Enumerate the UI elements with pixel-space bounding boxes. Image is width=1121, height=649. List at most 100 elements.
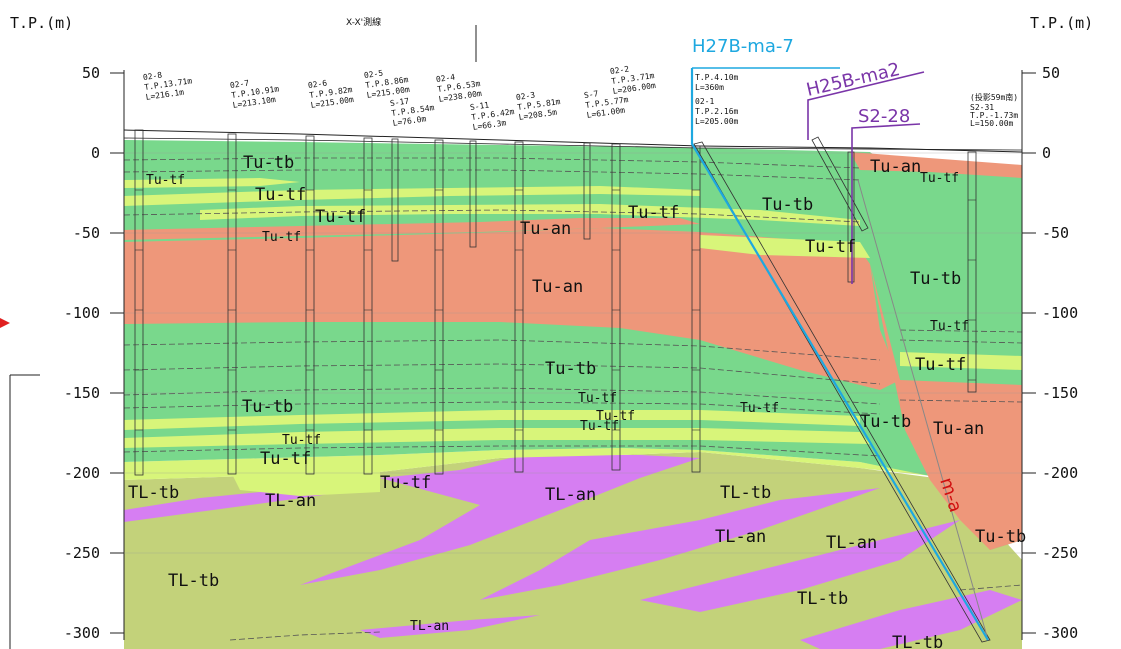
- layer-tl-an-4: [640, 520, 960, 612]
- small-unit-label: Tu-tf: [580, 419, 619, 434]
- tick-label: -200: [1042, 464, 1078, 482]
- tick-label: -250: [64, 544, 100, 562]
- borehole-name: 02-4: [435, 72, 456, 84]
- borehole-ticks: [135, 189, 976, 431]
- layer-tu-an-main: [124, 228, 900, 390]
- borehole-note: (投影59m南): [970, 92, 1018, 102]
- borehole-header-s-17: S-17 T.P.8.54m L=76.0m: [389, 96, 435, 127]
- grid-lines: [124, 152, 1022, 554]
- tick-label: -200: [64, 464, 100, 482]
- strata-lines: [123, 157, 1023, 641]
- borehole-name: 02-8: [142, 70, 163, 82]
- borehole-length: L=150.00m: [970, 119, 1014, 128]
- borehole-header-02-8: 02-8 T.P.13.71m L=216.1m: [142, 70, 193, 101]
- inclined-borehole-h25: [811, 136, 869, 232]
- layer-tu-tf-c: [700, 235, 870, 258]
- h27b-ma-7-line: [690, 68, 989, 641]
- s2-28-line: [851, 123, 921, 284]
- borehole-name: S-17: [389, 96, 410, 108]
- unit-label: TL-tb: [720, 483, 771, 503]
- borehole-header-02-5: 02-5 T.P.8.86m L=215.00m: [363, 68, 410, 99]
- borehole-s-7: [583, 142, 591, 240]
- layer-tu-tf-d: [124, 410, 860, 430]
- h25b-ma2-line: [807, 71, 925, 140]
- borehole-02-4: [434, 139, 444, 475]
- unit-label: Tu-tf: [380, 473, 431, 493]
- right-axis-title: T.P.(m): [1030, 14, 1093, 32]
- section-title: X-X'測線: [346, 16, 381, 28]
- tick-label: -150: [64, 384, 100, 402]
- layer-tu-tf-a: [124, 186, 700, 206]
- s2-28-label: S2-28: [858, 106, 910, 127]
- unit-label: Tu-tb: [975, 527, 1026, 547]
- borehole-header-02-4: 02-4 T.P.6.53m L=238.00m: [435, 72, 482, 103]
- unit-label: Tu-tf: [260, 449, 311, 469]
- unit-label: Tu-tb: [242, 397, 293, 417]
- unit-label: TL-an: [545, 485, 596, 505]
- borehole-header-s2-31: (投影59m南) S2-31 T.P.-1.73m L=150.00m: [970, 92, 1018, 128]
- tick-label: 0: [1042, 144, 1051, 162]
- tick-label: -100: [1042, 304, 1078, 322]
- h27b-ma-7-label: H27B-ma-7: [692, 36, 794, 57]
- borehole-tp: T.P.4.10m: [695, 73, 739, 82]
- tick-label: -250: [1042, 544, 1078, 562]
- layer-tl-an-2: [300, 455, 700, 585]
- borehole-s-11: [469, 140, 477, 248]
- tick-label: 0: [91, 144, 100, 162]
- unit-label: Tu-tb: [910, 269, 961, 289]
- unit-label: Tu-tf: [915, 355, 966, 375]
- small-unit-label: Tu-tf: [146, 173, 185, 188]
- small-unit-label: Tu-tf: [920, 171, 959, 186]
- unit-label: TL-an: [715, 527, 766, 547]
- layer-tu-an-topright: [850, 152, 1022, 178]
- borehole-s-17: [391, 138, 399, 262]
- unit-label: Tu-tb: [860, 412, 911, 432]
- borehole-name: 02-5: [363, 68, 384, 80]
- borehole-length: L=360m: [695, 83, 724, 92]
- layer-tu-tf-g: [124, 178, 300, 188]
- unit-label: TL-tb: [128, 483, 179, 503]
- tick-label: -150: [1042, 384, 1078, 402]
- borehole-02-7: [227, 133, 237, 475]
- layer-tu-an-upper: [124, 218, 700, 240]
- tick-label: -100: [64, 304, 100, 322]
- unit-label: TL-tb: [168, 571, 219, 591]
- unit-label: TL-an: [826, 533, 877, 553]
- small-unit-label: TL-an: [410, 619, 449, 634]
- tick-label: 50: [82, 64, 100, 82]
- inclined-borehole-h27: [693, 141, 991, 643]
- borehole-header-02-7: 02-7 T.P.10.91m L=213.10m: [229, 78, 280, 109]
- borehole-name: 02-6: [307, 78, 328, 90]
- borehole-tp: T.P.2.16m: [695, 107, 739, 116]
- unit-label: Tu-tb: [762, 195, 813, 215]
- borehole-name: 02-2: [609, 64, 630, 76]
- borehole-name: S2-31: [970, 103, 994, 112]
- small-unit-label: Tu-tf: [578, 391, 617, 406]
- layer-tu-an-right: [870, 264, 1022, 550]
- layer-tu-tf-f: [900, 352, 1022, 370]
- tick-label: -300: [1042, 624, 1078, 642]
- unit-label: TL-tb: [892, 633, 943, 649]
- borehole-02-3: [514, 141, 524, 473]
- borehole-header-02-6: 02-6 T.P.9.82m L=215.00m: [307, 78, 354, 109]
- borehole-name: 02-7: [229, 78, 250, 90]
- unit-label: Tu-an: [933, 419, 984, 439]
- boreholes: [134, 129, 977, 476]
- right-tick-labels: 50 0 -50 -100 -150 -200 -250 -300: [1042, 64, 1078, 642]
- tick-label: -300: [64, 624, 100, 642]
- tick-label: -50: [73, 224, 100, 242]
- red-arrow-marker: [0, 318, 10, 328]
- borehole-02-1: [691, 145, 701, 473]
- left-tick-labels: 50 0 -50 -100 -150 -200 -250 -300: [64, 64, 100, 642]
- inclined-boreholes: [693, 136, 991, 643]
- borehole-header-02-1: 02-1 T.P.2.16m L=205.00m: [695, 97, 739, 126]
- borehole-header-02-3: 02-3 T.P.5.81m L=208.5m: [515, 90, 561, 121]
- unit-label: Tu-an: [520, 219, 571, 239]
- unit-label: Tu-tb: [243, 153, 294, 173]
- unit-label: Tu-an: [870, 157, 921, 177]
- unit-label: TL-tb: [797, 589, 848, 609]
- unit-label: Tu-tf: [255, 185, 306, 205]
- borehole-length: L=205.00m: [695, 117, 739, 126]
- small-unit-label: Tu-tf: [740, 401, 779, 416]
